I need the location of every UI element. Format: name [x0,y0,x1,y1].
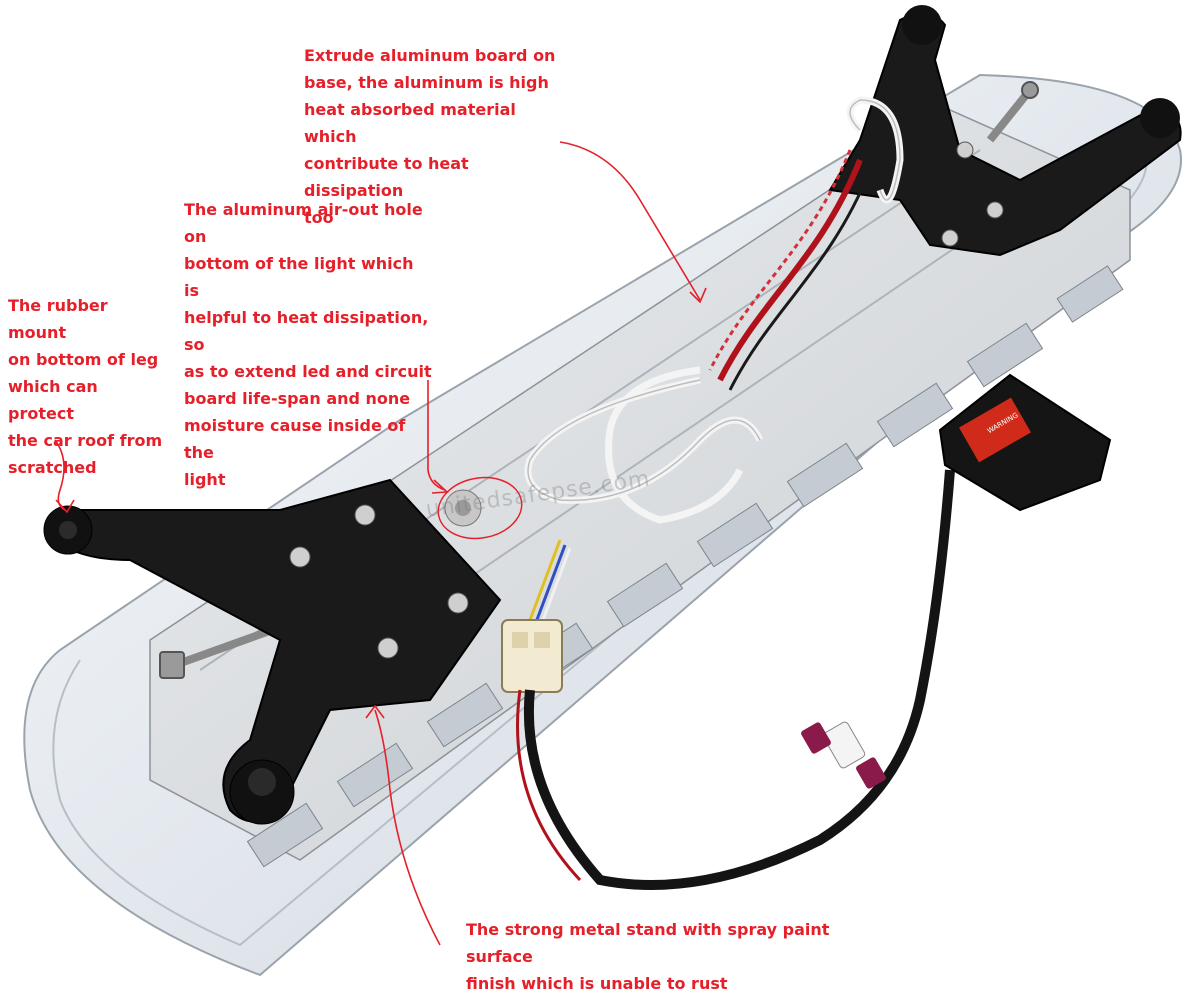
rubber-foot-right [1140,98,1180,138]
wire-connector-plug [501,619,563,693]
harness-cable [523,469,955,890]
annotation-air-out-hole: The aluminum air-out hole on bottom of t… [184,200,432,489]
control-box: WARNING [938,373,1112,512]
mounting-bolt-right [986,81,1039,143]
inline-fuse [801,721,886,789]
bracket-screws [289,504,469,659]
arrow-air-hole [427,380,446,491]
annotation-rubber-mount: The rubber mount on bottom of leg which … [8,296,163,477]
annotation-extrude-aluminum: Extrude aluminum board on base, the alum… [304,46,556,227]
annotation-metal-stand: The strong metal stand with spray paint … [466,920,830,993]
arrow-extrude [559,141,701,301]
rubber-foot-top [902,5,942,45]
air-out-hole [444,489,482,527]
air-hole-circle [437,476,523,540]
coiled-power-cable [708,149,872,391]
annotation-arrows [54,141,707,946]
arrow-rubber [54,439,66,511]
arrow-stand [374,709,441,946]
